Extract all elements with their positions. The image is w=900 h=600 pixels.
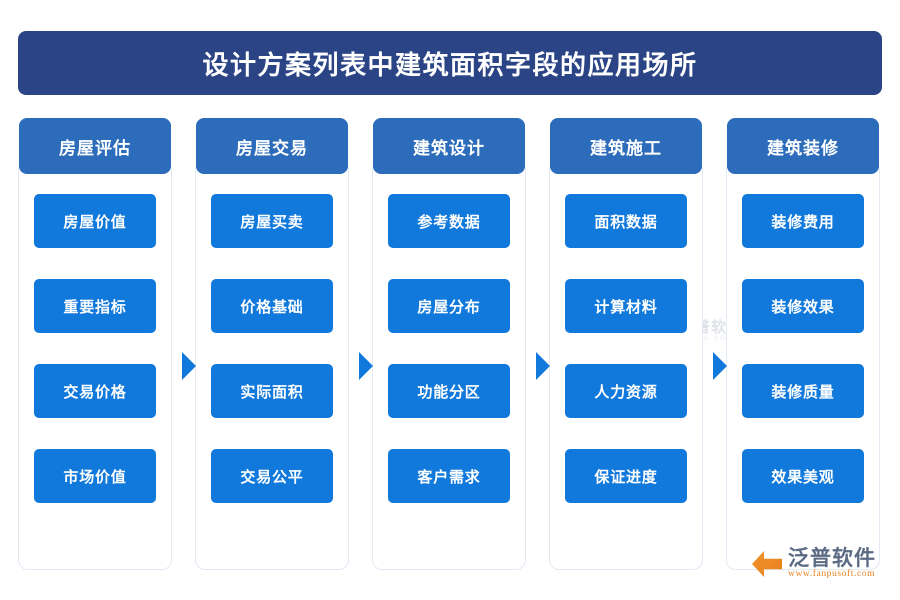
- column-1-item-3-label: 交易价格: [63, 383, 127, 401]
- column-1-item-1-label: 房屋价值: [63, 213, 127, 231]
- column-3-header-label: 建筑设计: [413, 138, 485, 158]
- column-2-header-label: 房屋交易: [236, 138, 308, 158]
- column-5-item-2-label: 装修效果: [771, 298, 835, 316]
- column-3-header[interactable]: 建筑设计: [373, 118, 525, 174]
- columns-container: 房屋评估 房屋价值 重要指标 交易价格 市场价值 房屋交易: [18, 118, 882, 570]
- column-2-header[interactable]: 房屋交易: [196, 118, 348, 174]
- column-4-header-label: 建筑施工: [590, 138, 662, 158]
- column-5-item-1-label: 装修费用: [771, 213, 835, 231]
- column-3-item-3[interactable]: 功能分区: [388, 364, 510, 418]
- column-5-item-2[interactable]: 装修效果: [742, 279, 864, 333]
- column-2-item-1-label: 房屋买卖: [240, 213, 304, 231]
- column-4-item-4[interactable]: 保证进度: [565, 449, 687, 503]
- title-banner: 设计方案列表中建筑面积字段的应用场所: [18, 31, 882, 95]
- column-5-item-4[interactable]: 效果美观: [742, 449, 864, 503]
- column-3-item-3-label: 功能分区: [417, 383, 481, 401]
- column-5-items: 装修费用 装修效果 装修质量 效果美观: [726, 194, 880, 503]
- column-5-item-3-label: 装修质量: [771, 383, 835, 401]
- column-5-item-1[interactable]: 装修费用: [742, 194, 864, 248]
- column-4-item-4-label: 保证进度: [594, 468, 658, 486]
- column-1-item-1[interactable]: 房屋价值: [34, 194, 156, 248]
- column-3-item-2[interactable]: 房屋分布: [388, 279, 510, 333]
- column-2-item-3[interactable]: 实际面积: [211, 364, 333, 418]
- column-3-item-1[interactable]: 参考数据: [388, 194, 510, 248]
- brand-logo: 泛普软件 www.fanpusoft.com: [752, 547, 876, 580]
- page-title: 设计方案列表中建筑面积字段的应用场所: [202, 49, 698, 80]
- column-2-item-4[interactable]: 交易公平: [211, 449, 333, 503]
- brand-texts: 泛普软件 www.fanpusoft.com: [788, 547, 876, 580]
- arrow-right-icon-3: [536, 352, 550, 380]
- column-1-item-2-label: 重要指标: [63, 298, 127, 316]
- column-2-items: 房屋买卖 价格基础 实际面积 交易公平: [195, 194, 349, 503]
- column-5-header[interactable]: 建筑装修: [727, 118, 879, 174]
- column-1-item-2[interactable]: 重要指标: [34, 279, 156, 333]
- column-1-item-4-label: 市场价值: [63, 468, 127, 486]
- column-5-item-4-label: 效果美观: [771, 468, 835, 486]
- brand-url: www.fanpusoft.com: [788, 569, 876, 580]
- column-4-item-2-label: 计算材料: [594, 298, 658, 316]
- column-1-item-3[interactable]: 交易价格: [34, 364, 156, 418]
- column-3-item-4[interactable]: 客户需求: [388, 449, 510, 503]
- column-4-items: 面积数据 计算材料 人力资源 保证进度: [549, 194, 703, 503]
- column-1-header-label: 房屋评估: [59, 138, 131, 158]
- arrow-right-icon-2: [359, 352, 373, 380]
- column-3-item-1-label: 参考数据: [417, 213, 481, 231]
- arrow-right-icon-1: [182, 352, 196, 380]
- column-2-item-1[interactable]: 房屋买卖: [211, 194, 333, 248]
- column-5-item-3[interactable]: 装修质量: [742, 364, 864, 418]
- column-2-item-3-label: 实际面积: [240, 383, 304, 401]
- column-4-item-2[interactable]: 计算材料: [565, 279, 687, 333]
- column-3-item-4-label: 客户需求: [417, 468, 481, 486]
- column-2-item-4-label: 交易公平: [240, 468, 304, 486]
- column-3-items: 参考数据 房屋分布 功能分区 客户需求: [372, 194, 526, 503]
- column-4-header[interactable]: 建筑施工: [550, 118, 702, 174]
- column-1: 房屋评估 房屋价值 重要指标 交易价格 市场价值: [18, 118, 172, 570]
- column-2-item-2-label: 价格基础: [240, 298, 304, 316]
- arrow-right-icon-4: [713, 352, 727, 380]
- column-3-item-2-label: 房屋分布: [417, 298, 481, 316]
- column-4: 建筑施工 面积数据 计算材料 人力资源 保证进度: [549, 118, 703, 570]
- column-4-item-3-label: 人力资源: [594, 383, 658, 401]
- column-1-item-4[interactable]: 市场价值: [34, 449, 156, 503]
- brand-name: 泛普软件: [788, 547, 876, 570]
- column-3: 建筑设计 参考数据 房屋分布 功能分区 客户需求: [372, 118, 526, 570]
- column-5: 建筑装修 装修费用 装修效果 装修质量 效果美观: [726, 118, 880, 570]
- column-2: 房屋交易 房屋买卖 价格基础 实际面积 交易公平: [195, 118, 349, 570]
- column-4-item-1[interactable]: 面积数据: [565, 194, 687, 248]
- column-4-item-3[interactable]: 人力资源: [565, 364, 687, 418]
- column-5-header-label: 建筑装修: [767, 138, 839, 158]
- column-1-header[interactable]: 房屋评估: [19, 118, 171, 174]
- brand-mark-icon: [752, 551, 782, 577]
- column-1-items: 房屋价值 重要指标 交易价格 市场价值: [18, 194, 172, 503]
- column-2-item-2[interactable]: 价格基础: [211, 279, 333, 333]
- column-4-item-1-label: 面积数据: [594, 213, 658, 231]
